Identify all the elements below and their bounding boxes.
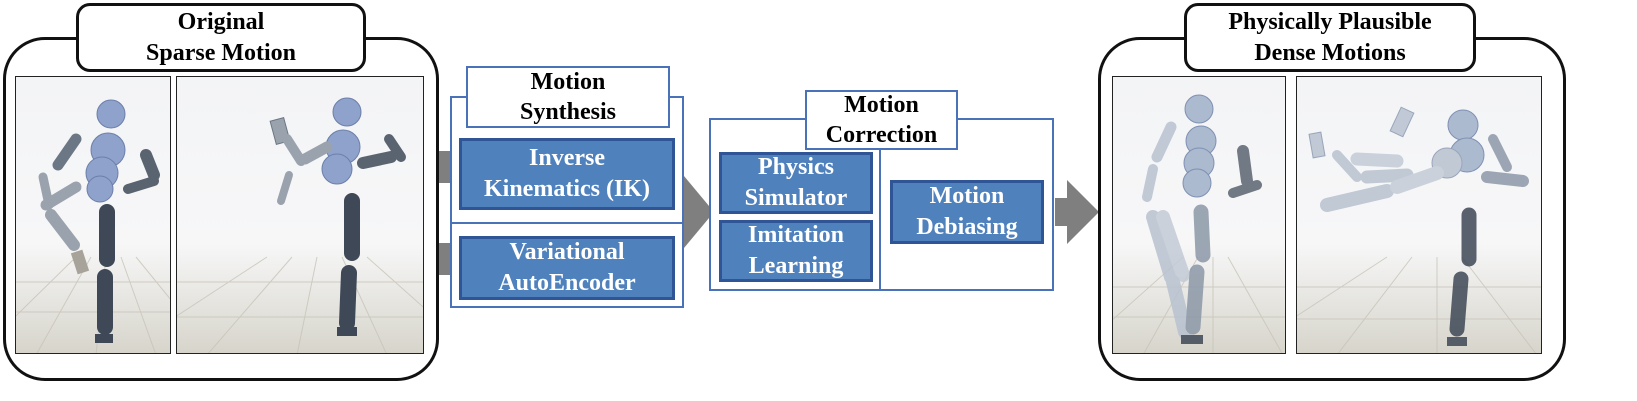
output-frame-2-illustration — [1297, 77, 1541, 353]
output-frame-1-illustration — [1113, 77, 1285, 353]
connector-top — [439, 151, 451, 183]
input-frame-2-illustration — [177, 77, 423, 353]
floor-grid — [177, 256, 423, 353]
arrow-output-head — [1067, 180, 1099, 244]
method-variational-autoencoder: Variational AutoEncoder — [459, 236, 675, 300]
method-physics-simulator: Physics Simulator — [719, 152, 873, 214]
output-frame-1 — [1112, 76, 1286, 354]
sparse-figure — [269, 97, 406, 336]
dense-figure — [1142, 94, 1262, 344]
arrow-synthesis-head — [684, 176, 714, 248]
connector-bottom — [439, 243, 451, 275]
method-inverse-kinematics: Inverse Kinematics (IK) — [459, 138, 675, 210]
synthesis-divider — [450, 222, 684, 224]
input-panel-title: Original Sparse Motion — [76, 3, 366, 72]
arrow-correction-to-output — [1055, 180, 1099, 244]
floor-grid — [1297, 256, 1541, 353]
input-frame-2 — [176, 76, 424, 354]
correction-title: Motion Correction — [805, 90, 958, 150]
correction-divider — [879, 148, 881, 291]
floor-background — [16, 77, 170, 353]
sparse-figure — [38, 99, 160, 343]
arrow-synthesis-to-correction — [684, 176, 714, 248]
input-frame-1 — [15, 76, 171, 354]
method-motion-debiasing: Motion Debiasing — [890, 180, 1044, 244]
output-frame-2 — [1296, 76, 1542, 354]
method-imitation-learning: Imitation Learning — [719, 220, 873, 282]
synthesis-title: Motion Synthesis — [466, 66, 670, 128]
arrow-output-shaft — [1055, 198, 1069, 226]
floor-background — [177, 77, 423, 353]
floor-background — [1297, 77, 1541, 353]
output-panel-title: Physically Plausible Dense Motions — [1184, 3, 1476, 72]
dense-figure — [1308, 106, 1529, 346]
input-frame-1-illustration — [16, 77, 170, 353]
